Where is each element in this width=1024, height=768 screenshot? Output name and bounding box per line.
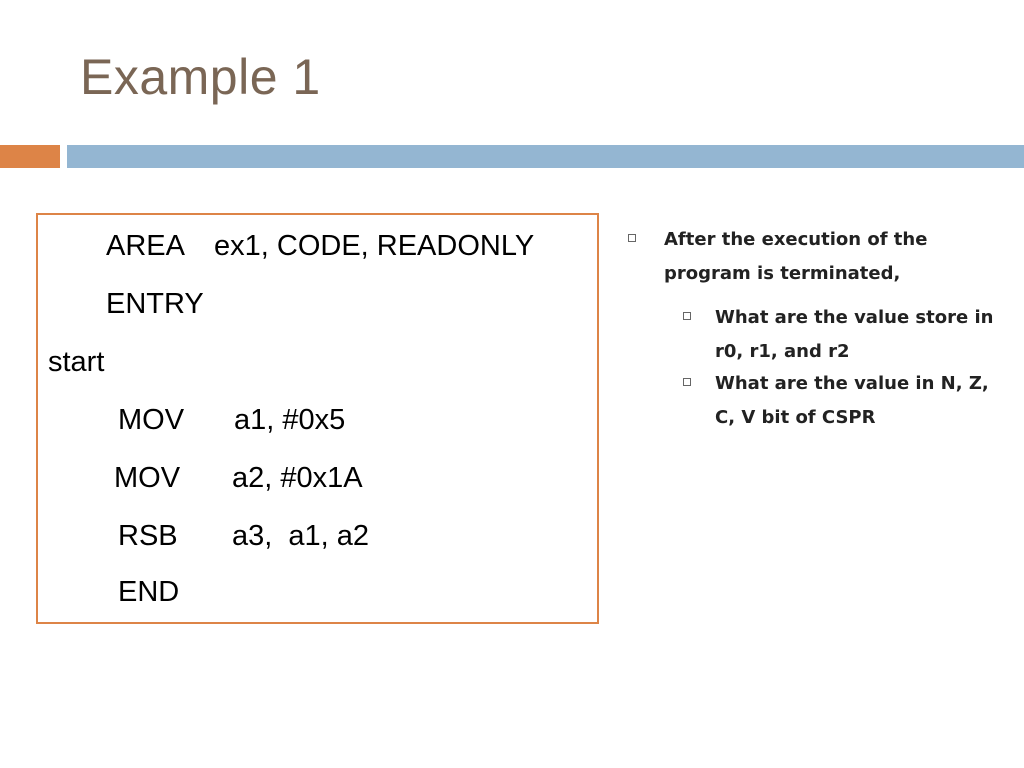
square-bullet-icon — [628, 234, 636, 242]
accent-bar-orange — [0, 145, 60, 168]
code-op: END — [118, 576, 180, 608]
accent-bar-blue — [67, 145, 1024, 168]
bullet-text: After the execution of the program is te… — [664, 229, 928, 284]
code-op: AREA — [106, 230, 185, 262]
slide-title: Example 1 — [80, 49, 321, 105]
square-bullet-icon — [683, 378, 691, 386]
code-line-area: AREA ex1, CODE, READONLY — [106, 232, 534, 348]
code-args: ex1, CODE, READONLY — [214, 230, 535, 262]
code-line-entry: ENTRY — [106, 290, 204, 377]
code-op: RSB — [118, 520, 178, 552]
code-op: ENTRY — [106, 288, 204, 320]
code-block: AREA ex1, CODE, READONLY ENTRY start MOV… — [36, 213, 599, 624]
bullet-text: What are the value in N, Z, C, V bit of … — [715, 373, 989, 428]
code-line-end: END — [118, 578, 179, 665]
code-args: a3, a1, a2 — [232, 520, 370, 552]
code-args: a1, #0x5 — [234, 404, 346, 436]
code-line-mov-2: MOV a2, #0x1A — [114, 464, 363, 580]
code-op: MOV — [114, 462, 181, 494]
code-line-mov-1: MOV a1, #0x5 — [118, 406, 345, 522]
code-label: start — [48, 346, 105, 378]
code-op: MOV — [118, 404, 185, 436]
code-line-start: start — [48, 348, 104, 435]
square-bullet-icon — [683, 312, 691, 320]
bullet-text: What are the value store in r0, r1, and … — [715, 307, 994, 362]
code-line-rsb: RSB a3, a1, a2 — [118, 522, 369, 638]
code-args: a2, #0x1A — [232, 462, 363, 494]
